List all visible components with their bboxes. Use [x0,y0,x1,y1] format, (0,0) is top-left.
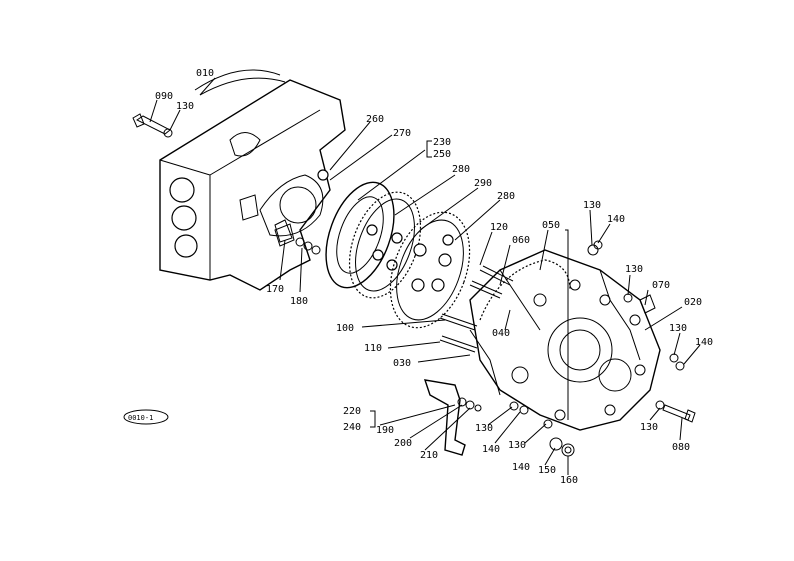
label-270: 270 [393,128,411,139]
label-160: 160 [560,475,578,486]
label-070: 070 [652,280,670,291]
label-150: 150 [538,465,556,476]
callout-labels: 010 090 130 260 270 230 250 280 290 280 … [155,68,713,486]
label-140: 140 [482,444,500,455]
transmission-case [159,69,346,291]
label-050: 050 [542,220,560,231]
label-100: 100 [336,323,354,334]
washer-130-top [163,128,173,138]
label-140: 140 [607,214,625,225]
label-130: 130 [176,101,194,112]
label-130: 130 [640,422,658,433]
label-130: 130 [669,323,687,334]
label-130: 130 [625,264,643,275]
label-290: 290 [474,178,492,189]
bracket-right [565,229,569,420]
disc-230-250 [348,191,422,299]
label-240: 240 [343,422,361,433]
label-280: 280 [452,164,470,175]
label-250: 250 [433,149,451,160]
label-010: 010 [196,68,214,79]
disc-280-290 [389,211,471,329]
bracket-230-250 [426,140,432,158]
label-280: 280 [497,191,515,202]
label-040: 040 [492,328,510,339]
label-110: 110 [364,343,382,354]
label-140: 140 [512,462,530,473]
label-260: 260 [366,114,384,125]
label-190: 190 [376,425,394,436]
label-130: 130 [475,423,493,434]
label-090: 090 [155,91,173,102]
label-140: 140 [695,337,713,348]
bracket-220-240 [370,410,376,428]
label-130: 130 [508,440,526,451]
leader-lines [149,77,701,475]
studs [439,265,514,353]
label-120: 120 [490,222,508,233]
label-020: 020 [684,297,702,308]
label-200: 200 [394,438,412,449]
label-210: 210 [420,450,438,461]
label-080: 080 [672,442,690,453]
gasket-050 [479,259,571,321]
front-housing [469,249,661,431]
stamp-text: 0010-1 [128,414,153,422]
label-180: 180 [290,296,308,307]
label-060: 060 [512,235,530,246]
gasket-270 [325,181,395,289]
label-220: 220 [343,406,361,417]
lever-assembly [423,379,482,456]
label-170: 170 [266,284,284,295]
plug-260 [317,169,329,181]
reference-stamp: 0010-1 [123,409,169,425]
label-230: 230 [433,137,451,148]
label-030: 030 [393,358,411,369]
parts-170-180 [274,223,321,255]
label-130: 130 [583,200,601,211]
